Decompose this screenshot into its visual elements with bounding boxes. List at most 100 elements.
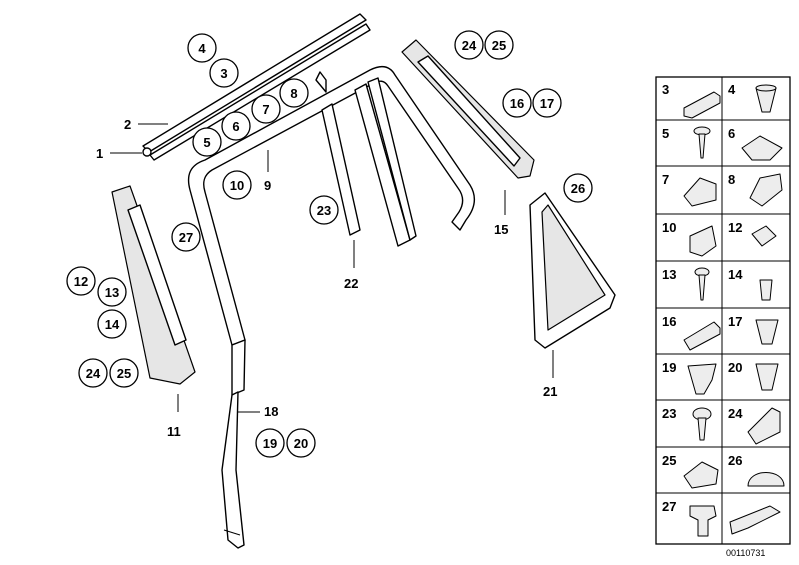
- label-11[interactable]: 11: [167, 424, 181, 439]
- callout-13[interactable]: 13: [97, 277, 127, 307]
- pillar-trim-part: [111, 185, 196, 385]
- svg-text:7: 7: [262, 102, 269, 117]
- svg-text:6: 6: [232, 119, 239, 134]
- callout-4[interactable]: 4: [187, 33, 217, 63]
- screw-icon: [692, 407, 712, 441]
- callout-24-top[interactable]: 24: [454, 30, 484, 60]
- seal-strip-part: [221, 391, 245, 549]
- push-pin-icon: [689, 505, 717, 537]
- clip-icon: [683, 91, 721, 119]
- callout-7[interactable]: 7: [251, 94, 281, 124]
- grid-label-17[interactable]: 17: [728, 314, 742, 329]
- grid-label-25[interactable]: 25: [662, 453, 676, 468]
- cap-icon: [747, 472, 785, 487]
- svg-text:16: 16: [510, 96, 524, 111]
- label-18[interactable]: 18: [264, 404, 278, 419]
- expansion-nut-icon: [755, 319, 779, 345]
- svg-text:20: 20: [294, 436, 308, 451]
- grid-label-13[interactable]: 13: [662, 267, 676, 282]
- grid-label-14[interactable]: 14: [728, 267, 743, 282]
- trim-strip-part: [142, 13, 371, 161]
- upper-trim-panel-part: [401, 39, 535, 179]
- callout-3[interactable]: 3: [209, 58, 239, 88]
- callout-27[interactable]: 27: [171, 222, 201, 252]
- callout-10[interactable]: 10: [222, 170, 252, 200]
- svg-text:3: 3: [220, 66, 227, 81]
- callout-12[interactable]: 12: [66, 266, 96, 296]
- grid-label-26[interactable]: 26: [728, 453, 742, 468]
- svg-text:27: 27: [179, 230, 193, 245]
- grid-label-4[interactable]: 4: [728, 82, 736, 97]
- svg-text:8: 8: [290, 86, 297, 101]
- svg-text:26: 26: [571, 181, 585, 196]
- plain-labels: 1 2 9 22 15 21 11 18: [96, 117, 557, 439]
- window-frame-part: [187, 65, 476, 396]
- svg-text:23: 23: [317, 203, 331, 218]
- label-21[interactable]: 21: [543, 384, 557, 399]
- svg-text:19: 19: [263, 436, 277, 451]
- grid-label-6[interactable]: 6: [728, 126, 735, 141]
- grid-label-24[interactable]: 24: [728, 406, 743, 421]
- callout-23[interactable]: 23: [309, 195, 339, 225]
- callout-25-left[interactable]: 25: [109, 358, 139, 388]
- grid-label-19[interactable]: 19: [662, 360, 676, 375]
- clip-icon: [683, 177, 717, 207]
- callout-26[interactable]: 26: [563, 173, 593, 203]
- callout-16[interactable]: 16: [502, 88, 532, 118]
- grid-label-23[interactable]: 23: [662, 406, 676, 421]
- label-22[interactable]: 22: [344, 276, 358, 291]
- bracket-icon: [689, 225, 717, 257]
- label-9[interactable]: 9: [264, 178, 271, 193]
- callout-17[interactable]: 17: [532, 88, 562, 118]
- svg-text:25: 25: [117, 366, 131, 381]
- label-1[interactable]: 1: [96, 146, 103, 161]
- grid-label-12[interactable]: 12: [728, 220, 742, 235]
- spring-nut-icon: [751, 225, 777, 247]
- label-2[interactable]: 2: [124, 117, 131, 132]
- callouts: 4 3 8 7 6 5 10 24 25 16 17 26 23 27 12 1…: [66, 30, 593, 458]
- grid-label-27[interactable]: 27: [662, 499, 676, 514]
- svg-text:10: 10: [230, 178, 244, 193]
- grid-label-8[interactable]: 8: [728, 172, 735, 187]
- grid-label-16[interactable]: 16: [662, 314, 676, 329]
- grid-label-10[interactable]: 10: [662, 220, 676, 235]
- label-15[interactable]: 15: [494, 222, 508, 237]
- svg-text:13: 13: [105, 285, 119, 300]
- callout-5[interactable]: 5: [192, 127, 222, 157]
- svg-text:25: 25: [492, 38, 506, 53]
- clip-icon: [683, 461, 719, 489]
- diagram-id: 00110731: [726, 548, 765, 558]
- svg-text:4: 4: [198, 41, 206, 56]
- grid-label-5[interactable]: 5: [662, 126, 669, 141]
- svg-text:24: 24: [462, 38, 477, 53]
- arrow-icon: [729, 505, 781, 535]
- callout-8[interactable]: 8: [279, 78, 309, 108]
- small-parts-grid: 3 4 5 6 7 8 10 12 13 14 16 17 19 20 23 2…: [655, 76, 791, 545]
- quarter-window-part: [529, 192, 616, 349]
- plug-icon: [759, 279, 773, 301]
- svg-text:5: 5: [203, 135, 210, 150]
- window-channel-part: [321, 77, 417, 247]
- clip-icon: [747, 407, 781, 445]
- callout-19[interactable]: 19: [255, 428, 285, 458]
- screw-icon: [693, 126, 711, 159]
- svg-text:17: 17: [540, 96, 554, 111]
- clip-icon: [683, 321, 721, 351]
- svg-text:12: 12: [74, 274, 88, 289]
- grid-label-3[interactable]: 3: [662, 82, 669, 97]
- rivet-icon: [687, 363, 717, 395]
- clip-icon: [749, 173, 783, 207]
- svg-text:14: 14: [105, 317, 120, 332]
- grid-label-7[interactable]: 7: [662, 172, 669, 187]
- callout-6[interactable]: 6: [221, 111, 251, 141]
- clip-nut-icon: [741, 135, 783, 161]
- callout-20[interactable]: 20: [286, 428, 316, 458]
- screw-icon: [694, 267, 710, 301]
- callout-25-top[interactable]: 25: [484, 30, 514, 60]
- callout-14[interactable]: 14: [97, 309, 127, 339]
- expansion-nut-icon: [755, 363, 779, 391]
- callout-24-left[interactable]: 24: [78, 358, 108, 388]
- grid-label-20[interactable]: 20: [728, 360, 742, 375]
- svg-text:24: 24: [86, 366, 101, 381]
